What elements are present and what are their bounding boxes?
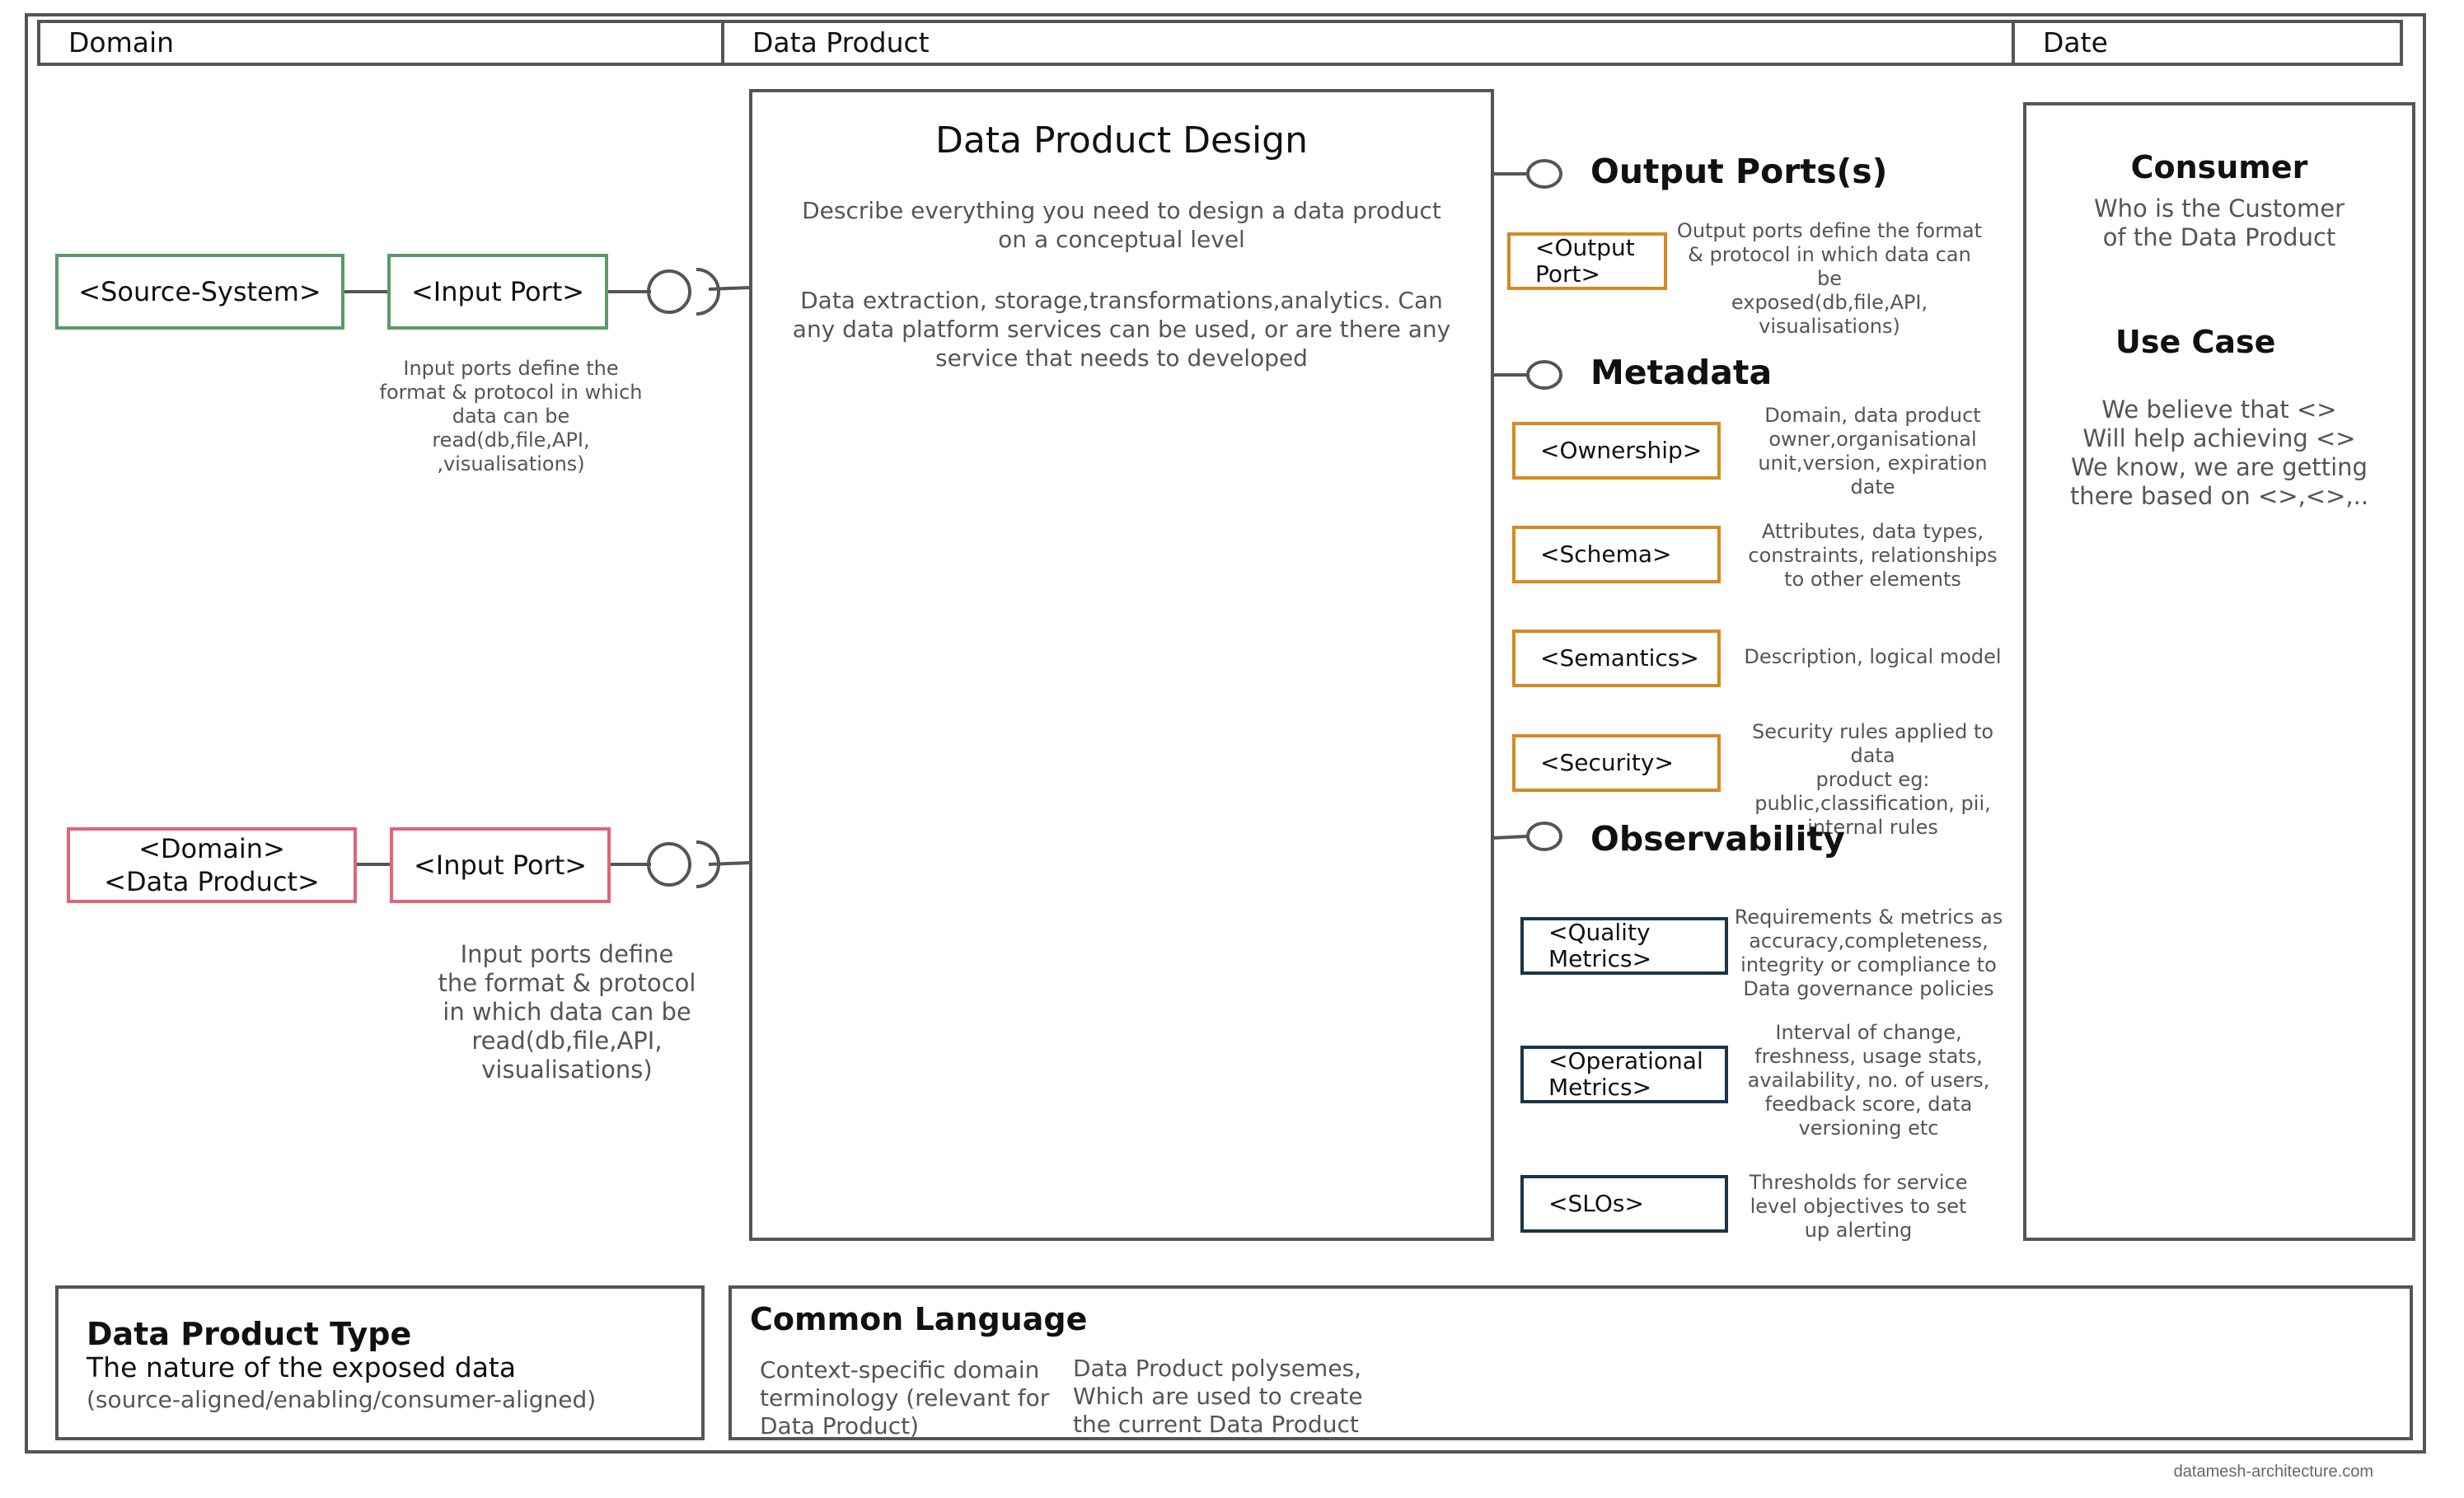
source-system-label: <Source-System> xyxy=(78,276,321,307)
slos-note: Thresholds for service level objectives … xyxy=(1749,1171,1968,1242)
header-date-label: Date xyxy=(2043,26,2108,59)
design-description-1: Describe everything you need to design a… xyxy=(802,197,1441,253)
data-product-type-subtitle: The nature of the exposed data xyxy=(87,1351,517,1383)
input-port-2-note: Input ports define the format & protocol… xyxy=(438,940,696,1084)
header-date-cell[interactable]: Date xyxy=(2012,20,2403,66)
schema-box[interactable]: <Schema> xyxy=(1512,526,1721,583)
metadata-title: Metadata xyxy=(1590,353,1773,392)
input-port-1-label: <Input Port> xyxy=(410,276,585,307)
link-socket-1-to-design xyxy=(708,286,751,291)
observability-title: Observability xyxy=(1590,819,1845,859)
ownership-note: Domain, data product owner,organisationa… xyxy=(1758,404,1988,499)
slos-box[interactable]: <SLOs> xyxy=(1520,1175,1728,1233)
input-port-2-box[interactable]: <Input Port> xyxy=(390,827,611,903)
domain-data-product-line-1: <Domain> xyxy=(138,833,285,864)
common-language-panel[interactable]: Common Language Context-specific domain … xyxy=(728,1285,2413,1440)
use-case-title: Use Case xyxy=(2115,324,2276,360)
observability-port xyxy=(1526,822,1562,851)
schema-note: Attributes, data types, constraints, rel… xyxy=(1748,520,1998,591)
output-ports-port xyxy=(1526,159,1562,189)
source-system-box[interactable]: <Source-System> xyxy=(55,254,344,330)
use-case-description: We believe that <> Will help achieving <… xyxy=(2069,396,2369,510)
security-box[interactable]: <Security> xyxy=(1512,734,1721,792)
ownership-box[interactable]: <Ownership> xyxy=(1512,422,1721,480)
input-port-1-box[interactable]: <Input Port> xyxy=(387,254,608,330)
operational-metrics-box[interactable]: <Operational Metrics> xyxy=(1520,1046,1728,1103)
header-data-product-label: Data Product xyxy=(752,26,930,59)
security-note: Security rules applied to data product e… xyxy=(1751,720,1994,839)
domain-data-product-line-2: <Data Product> xyxy=(104,866,320,897)
consumer-panel[interactable]: Consumer Who is the Customer of the Data… xyxy=(2023,102,2415,1241)
input-port-1-note: Input ports define the format & protocol… xyxy=(379,357,643,475)
design-description-2: Data extraction, storage,transformations… xyxy=(792,287,1451,372)
data-product-design-panel[interactable]: Data Product Design Describe everything … xyxy=(749,89,1494,1241)
operational-metrics-note: Interval of change, freshness, usage sta… xyxy=(1747,1021,1990,1140)
metadata-port xyxy=(1526,360,1562,390)
port-1-ball xyxy=(647,269,691,314)
semantics-note: Description, logical model xyxy=(1744,645,2002,668)
link-socket-2-to-design xyxy=(708,861,751,866)
common-language-terminology: Context-specific domain terminology (rel… xyxy=(760,1356,1050,1439)
input-port-2-label: <Input Port> xyxy=(413,850,588,881)
data-product-type-title: Data Product Type xyxy=(87,1316,412,1352)
header-domain-label: Domain xyxy=(68,26,175,59)
link-observability xyxy=(1492,835,1528,840)
output-ports-title: Output Ports(s) xyxy=(1590,152,1888,191)
consumer-title: Consumer xyxy=(2130,149,2308,185)
data-product-type-panel[interactable]: Data Product Type The nature of the expo… xyxy=(55,1285,705,1440)
semantics-box[interactable]: <Semantics> xyxy=(1512,630,1721,687)
header-domain-cell[interactable]: Domain xyxy=(37,20,724,66)
canvas-frame xyxy=(25,13,2426,1454)
footer-credit: datamesh-architecture.com xyxy=(2173,1463,2373,1481)
port-2-ball xyxy=(647,842,691,887)
quality-metrics-box[interactable]: <Quality Metrics> xyxy=(1520,917,1728,975)
quality-metrics-note: Requirements & metrics as accuracy,compl… xyxy=(1734,906,2003,1000)
output-port-note: Output ports define the format & protoco… xyxy=(1676,219,1983,338)
design-title: Data Product Design xyxy=(935,119,1308,162)
data-product-type-detail: (source-aligned/enabling/consumer-aligne… xyxy=(87,1386,597,1413)
common-language-title: Common Language xyxy=(750,1301,1088,1337)
common-language-polysemes: Data Product polysemes, Which are used t… xyxy=(1073,1355,1363,1438)
output-port-box[interactable]: <Output Port> xyxy=(1507,232,1667,290)
port-1-socket xyxy=(696,268,720,316)
consumer-description: Who is the Customer of the Data Product xyxy=(2093,194,2345,251)
domain-data-product-box[interactable]: <Domain> <Data Product> xyxy=(67,827,357,903)
